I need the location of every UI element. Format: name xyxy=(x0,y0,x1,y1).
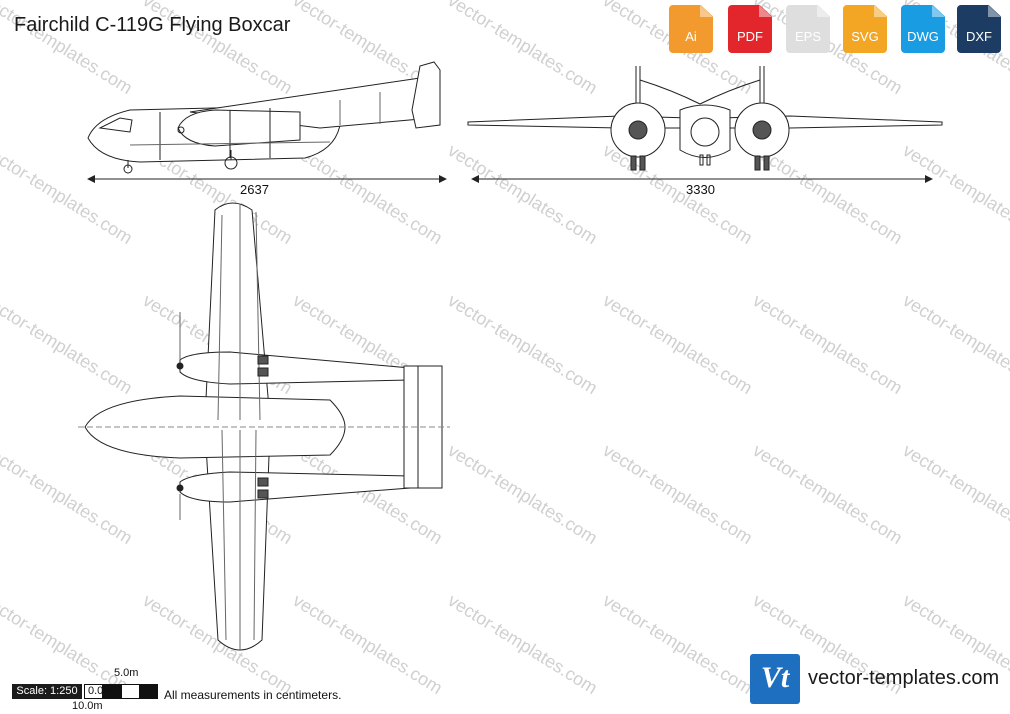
format-label: DWG xyxy=(907,29,939,44)
file-eps-icon xyxy=(786,5,830,53)
vt-logo-icon[interactable]: Vt xyxy=(750,654,800,704)
format-dxf-button[interactable]: DXF xyxy=(957,5,1001,53)
format-dwg-button[interactable]: DWG xyxy=(901,5,945,53)
page-title: Fairchild C-119G Flying Boxcar xyxy=(14,14,291,36)
format-label: PDF xyxy=(737,29,763,44)
format-label: SVG xyxy=(851,29,879,44)
logo-text: Vt xyxy=(760,661,790,694)
format-pdf-button[interactable]: PDF xyxy=(728,5,772,53)
format-label: DXF xyxy=(966,29,992,44)
format-label: EPS xyxy=(794,29,821,44)
side-view xyxy=(87,61,441,174)
file-pdf-icon xyxy=(728,5,772,53)
top-view xyxy=(78,202,450,651)
scale-badge: Scale: 1:250 xyxy=(12,684,82,699)
scale-mark-0m: 0.0m xyxy=(88,685,113,697)
front-view xyxy=(467,66,943,171)
file-ai-icon xyxy=(669,5,713,53)
file-dxf-icon xyxy=(957,5,1001,53)
file-dwg-icon xyxy=(901,5,945,53)
scale-mark-5m: 5.0m xyxy=(114,667,139,679)
scale-mark-10m: 10.0m xyxy=(72,700,103,712)
length-dimension-label: 2637 xyxy=(240,182,269,197)
measurements-note: All measurements in centimeters. xyxy=(164,688,342,702)
brand-link[interactable]: vector-templates.com xyxy=(808,667,1000,689)
span-dimension-label: 3330 xyxy=(686,182,715,197)
scale-bar xyxy=(84,684,158,699)
format-svg-button[interactable]: SVG xyxy=(843,5,887,53)
format-eps-button[interactable]: EPS xyxy=(786,5,830,53)
format-ai-button[interactable]: Ai xyxy=(669,5,713,53)
format-label: Ai xyxy=(685,29,697,44)
file-svg-icon xyxy=(843,5,887,53)
